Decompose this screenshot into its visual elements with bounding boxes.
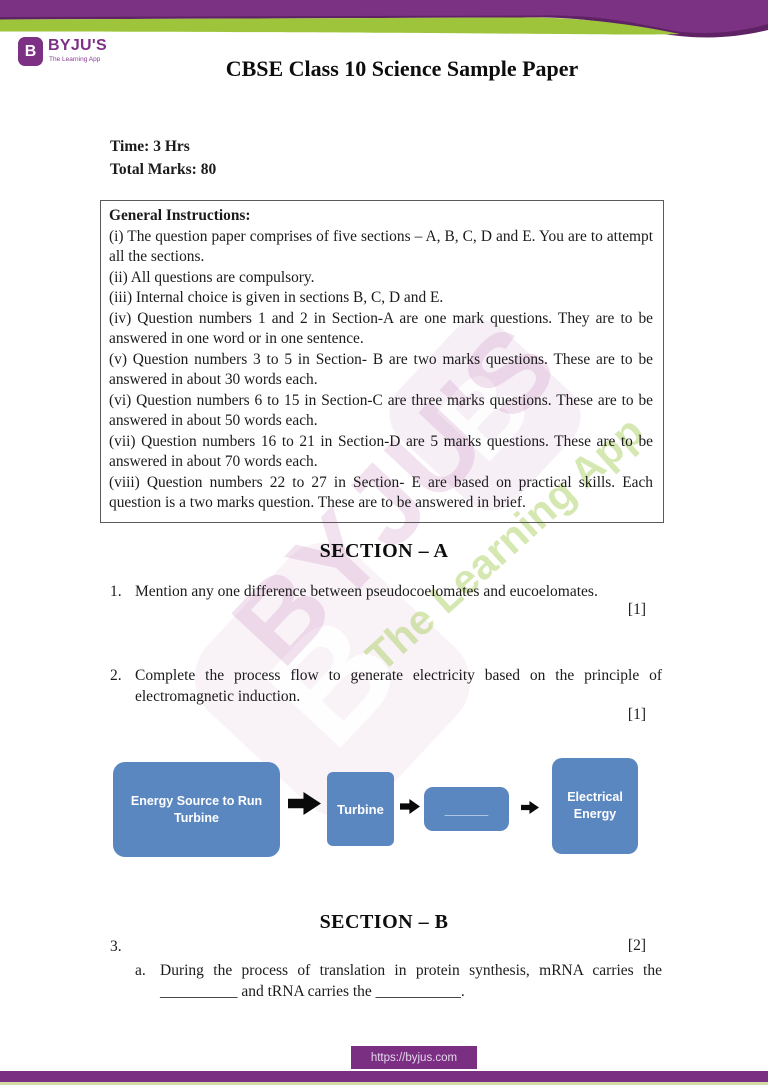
instruction-item: (viii) Question numbers 22 to 27 in Sect…	[109, 473, 653, 512]
question-3a: a. During the process of translation in …	[135, 960, 662, 1002]
header-band-graphic	[0, 0, 768, 38]
instruction-item: (vii) Question numbers 16 to 21 in Secti…	[109, 432, 653, 471]
question-2-marks: [1]	[627, 706, 646, 723]
instruction-item: (v) Question numbers 3 to 5 in Section- …	[109, 350, 653, 389]
question-3a-label: a.	[135, 962, 146, 979]
instructions-heading: General Instructions:	[109, 207, 251, 224]
instruction-item: (i) The question paper comprises of five…	[109, 227, 653, 266]
byjus-logo: B BYJU'S The Learning App	[18, 36, 138, 76]
instruction-item: (vi) Question numbers 6 to 15 in Section…	[109, 391, 653, 430]
logo-tagline: The Learning App	[49, 56, 101, 63]
flow-box-electrical-energy: Electrical Energy	[552, 758, 638, 854]
question-3-marks: [2]	[627, 937, 646, 954]
footer-url-badge: https://byjus.com	[351, 1046, 477, 1069]
instruction-item: (iii) Internal choice is given in sectio…	[109, 289, 444, 306]
total-marks-label: Total Marks: 80	[110, 160, 217, 178]
footer-bar	[0, 1071, 768, 1082]
flow-box-blank: ______	[424, 787, 509, 831]
byjus-logo-badge-icon: B	[18, 37, 43, 66]
instruction-item: (ii) All questions are compulsory.	[109, 268, 315, 286]
question-2-number: 2.	[110, 667, 122, 684]
footer-green-strip	[0, 1082, 768, 1085]
flow-box-turbine: Turbine	[327, 772, 394, 846]
page-title: CBSE Class 10 Science Sample Paper	[225, 56, 579, 81]
question-3-number: 3.	[110, 938, 122, 955]
flow-arrow-icon	[400, 799, 420, 814]
question-2-text: Complete the process flow to generate el…	[135, 667, 662, 705]
instruction-item: (iv) Question numbers 1 and 2 in Section…	[109, 309, 653, 348]
general-instructions-box: General Instructions: (i) The question p…	[100, 200, 664, 523]
question-1-text: Mention any one difference between pseud…	[135, 583, 598, 600]
section-b-heading: SECTION – B	[319, 911, 449, 933]
flow-box-energy-source: Energy Source to Run Turbine	[113, 762, 280, 857]
time-label: Time: 3 Hrs	[110, 138, 190, 155]
section-a-heading: SECTION – A	[319, 540, 449, 562]
question-3a-text: During the process of translation in pro…	[160, 962, 662, 1000]
question-1: 1. Mention any one difference between ps…	[110, 582, 662, 603]
flow-arrow-icon	[288, 792, 321, 815]
exam-meta: Time: 3 Hrs Total Marks: 80	[110, 136, 216, 181]
question-1-marks: [1]	[627, 601, 646, 618]
flow-arrow-icon	[521, 801, 539, 814]
question-2: 2. Complete the process flow to generate…	[110, 666, 662, 707]
footer-url-link[interactable]: https://byjus.com	[370, 1051, 458, 1064]
question-1-number: 1.	[110, 583, 122, 600]
logo-brand-name: BYJU'S	[48, 37, 107, 54]
